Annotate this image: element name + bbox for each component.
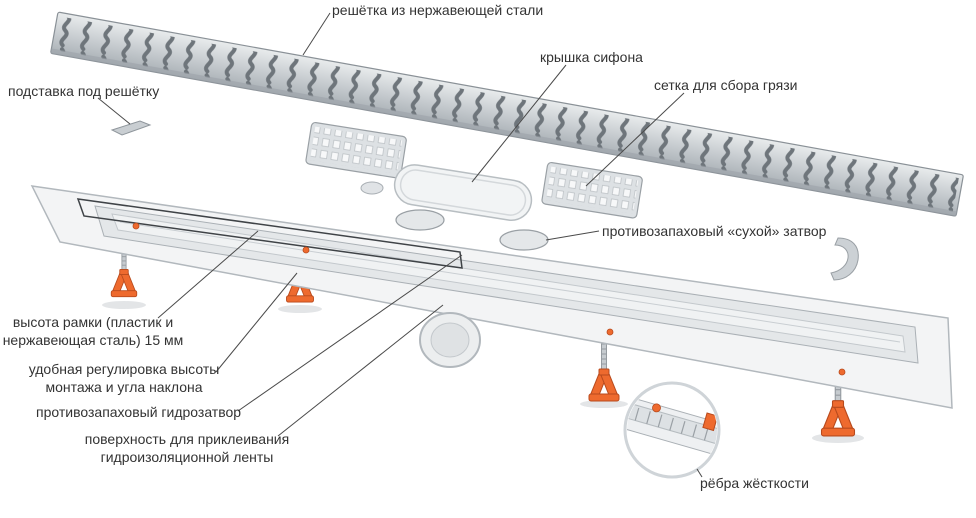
siphon-cover-graphic [393, 164, 533, 221]
ribs-graphic [634, 407, 709, 441]
drain-outlet-graphic [419, 312, 481, 368]
grate-stand-graphic [110, 120, 152, 136]
callout-stiffening-ribs: рёбра жёсткости [700, 475, 809, 491]
channel-body-graphic [30, 185, 953, 409]
callout-grate-stand: подставка под решётку [8, 83, 160, 99]
fixing-screws [132, 222, 846, 376]
frame-15mm-graphic [76, 198, 463, 269]
leader-lines [97, 12, 703, 478]
callout-water-trap: противозапаховый гидрозатвор [36, 404, 242, 420]
grate-graphic [50, 11, 964, 217]
siphon-tab-graphic [360, 181, 384, 195]
callout-height-adjustment: удобная регулировка высоты монтажа и угл… [28, 361, 220, 396]
dirt-mesh-graphic [540, 161, 644, 220]
callout-frame-height: высота рамки (пластик и нержавеющая стал… [2, 314, 184, 349]
callout-grate: решётка из нержавеющей стали [332, 2, 544, 18]
callout-dirt-mesh: сетка для сбора грязи [654, 77, 798, 93]
adjustable-foot [588, 343, 620, 402]
dirt-mesh-graphic [304, 121, 408, 180]
detail-circle-graphic [623, 381, 721, 479]
dry-trap-disc [499, 229, 549, 251]
callout-siphon-cover: крышка сифона [540, 49, 643, 65]
callout-dry-trap: противозапаховый «сухой» затвор [602, 223, 827, 239]
clip-graphic [830, 237, 859, 281]
callout-tape-surface: поверхность для приклеивания гидроизоляц… [84, 431, 290, 466]
